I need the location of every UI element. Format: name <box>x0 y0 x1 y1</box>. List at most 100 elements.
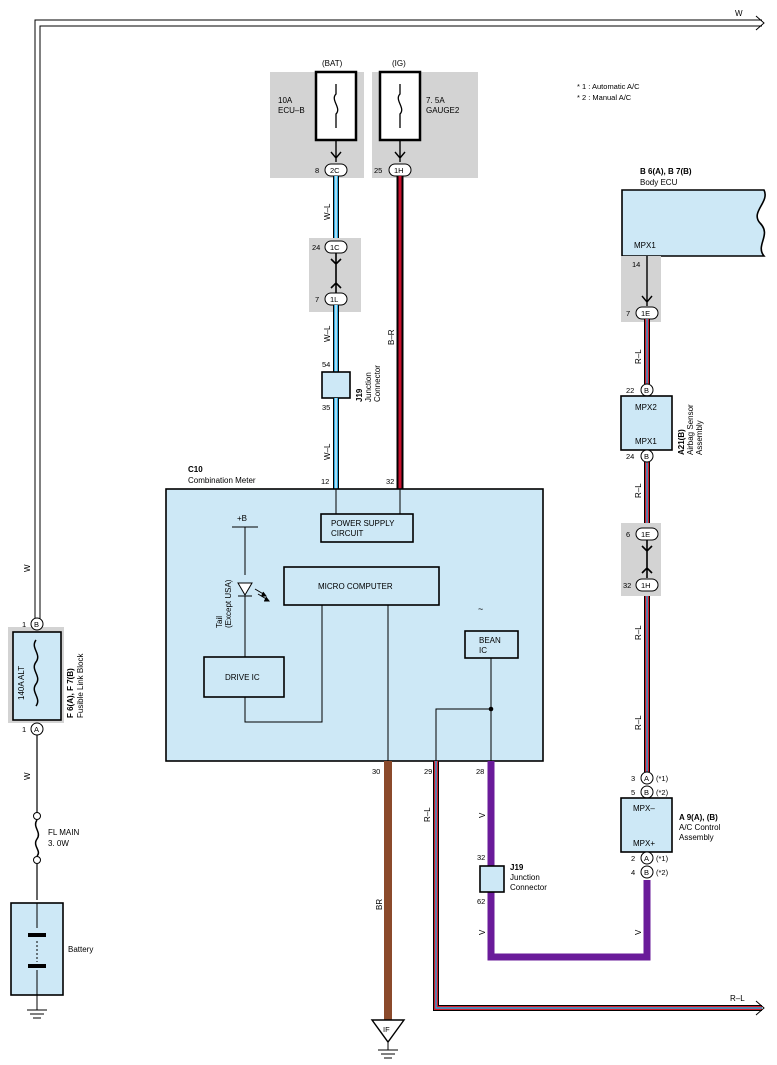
plus-b-line <box>232 526 258 575</box>
ac-connector-a1-note: (*1) <box>656 774 669 783</box>
airbag-connector-top-label: B <box>644 386 649 395</box>
connector-1h-top-label: 1H <box>394 166 404 175</box>
wire-label-w-left: W <box>23 564 32 572</box>
fl-main-rating: 3. 0W <box>48 839 69 848</box>
connector-1h-mid-pin: 32 <box>623 581 631 590</box>
meter-pin-12: 12 <box>321 477 329 486</box>
connector-1e-top-label: 1E <box>641 309 650 318</box>
connector-1e-mid-pin: 6 <box>626 530 630 539</box>
fuse-gauge2 <box>372 70 478 178</box>
airbag-pin-bot: MPX1 <box>635 437 657 446</box>
wire-label-rl-1: R–L <box>634 349 643 364</box>
body-ecu-stub <box>641 256 653 306</box>
fusible-link-id: F 6(A), F 7(B) <box>66 668 75 718</box>
wire-label-w-left2: W <box>23 772 32 780</box>
ground-if-label: IF <box>383 1025 390 1034</box>
junction-upper-pin-bot: 35 <box>322 403 330 412</box>
wire-label-v-2: V <box>478 929 487 935</box>
body-ecu-pin: 14 <box>632 260 640 269</box>
bean-junction-dot <box>488 706 494 712</box>
tail-label2: (Except USA) <box>224 579 233 628</box>
fl-connector-a-pin: 1 <box>22 725 26 734</box>
junction-lower <box>479 865 505 893</box>
airbag-connector-bot <box>640 449 654 463</box>
tail-label: Tail <box>215 616 224 628</box>
plus-b-label: +B <box>237 514 247 523</box>
wire-label-rl-5: R–L <box>634 715 643 730</box>
fuse-gauge2-name: GAUGE2 <box>426 106 460 115</box>
wire-label-v-3: V <box>634 929 643 935</box>
connector-1h-mid-label: 1H <box>641 581 651 590</box>
ac-connector-a2-label: A <box>644 854 649 863</box>
fuse-ecu-b <box>270 70 364 178</box>
connector-1c-1l-link <box>330 253 342 293</box>
airbag-name: Airbag Sensor <box>686 404 695 455</box>
battery-label: Battery <box>68 945 93 954</box>
ac-connector-b2-note: (*2) <box>656 868 669 877</box>
meter-pin-28: 28 <box>476 767 484 776</box>
wire-label-wl-2: W–L <box>323 325 332 342</box>
junction-upper-pin-top: 54 <box>322 360 330 369</box>
connector-1e-1h-link <box>641 540 653 578</box>
body-ecu <box>621 189 766 257</box>
ac-connector-a2-pin: 2 <box>631 854 635 863</box>
fuse-ecu-b-stub <box>330 140 342 162</box>
ac-control-assembly <box>620 797 673 853</box>
bean-tilde: ~ <box>478 604 483 614</box>
junction-lower-pin-top: 32 <box>477 853 485 862</box>
airbag-connector-bot-pin: 24 <box>626 452 634 461</box>
fusible-link-rating: 140A ALT <box>17 666 26 700</box>
junction-upper-id: J19 <box>355 388 364 402</box>
connector-1h-top-pin: 25 <box>374 166 382 175</box>
ac-connector-b1-pin: 5 <box>631 788 635 797</box>
junction-lower-name2: Connector <box>510 883 547 892</box>
wire-label-br: BR <box>375 899 384 910</box>
meter-name: Combination Meter <box>188 476 256 485</box>
fl-connector-b-label: B <box>34 620 39 629</box>
wire-label-wl-1: W–L <box>323 203 332 220</box>
ac-connector-a1 <box>640 771 654 785</box>
ac-connector-b1-note: (*2) <box>656 788 669 797</box>
battery <box>10 902 64 1019</box>
fusible-link-name: Fusible Link Block <box>76 653 85 718</box>
bean-ic-label2: IC <box>479 646 487 655</box>
junction-lower-id: J19 <box>510 863 524 872</box>
fl-connector-b <box>30 617 44 631</box>
meter-pin-30: 30 <box>372 767 380 776</box>
drive-ic-to-micro <box>244 605 323 723</box>
fuse-ecu-b-name: ECU–B <box>278 106 305 115</box>
wire-label-top-w: W <box>735 9 743 18</box>
junction-lower-pin-bot: 62 <box>477 897 485 906</box>
airbag-name2: Assembly <box>695 420 704 455</box>
body-ecu-name: Body ECU <box>640 178 678 187</box>
fl-main-fuse <box>33 812 41 864</box>
wire-label-rl-3: R–L <box>634 625 643 640</box>
body-ecu-pin-name: MPX1 <box>634 241 656 250</box>
meter-id: C10 <box>188 465 203 474</box>
connector-1e-mid-label: 1E <box>641 530 650 539</box>
fuse-ig-label: (IG) <box>392 59 406 68</box>
wire-label-rl-2: R–L <box>634 483 643 498</box>
wire-w-main <box>34 15 765 620</box>
power-supply-circuit <box>320 513 414 543</box>
wire-label-v-1: V <box>478 812 487 818</box>
connector-1e-top-pin: 7 <box>626 309 630 318</box>
ac-connector-b2 <box>640 865 654 879</box>
connector-2c-pin: 8 <box>315 166 319 175</box>
bean-ic <box>464 630 519 659</box>
meter-pin-32: 32 <box>386 477 394 486</box>
wire-v <box>487 761 651 961</box>
note-automatic-ac: * 1 : Automatic A/C <box>577 82 640 91</box>
ac-connector-a1-label: A <box>644 774 649 783</box>
junction-lower-name: Junction <box>510 873 540 882</box>
ac-control-id: A 9(A), (B) <box>679 813 718 822</box>
connector-1l-pin: 7 <box>315 295 319 304</box>
ac-connector-a2-note: (*1) <box>656 854 669 863</box>
wire-r-l-bottom <box>433 761 765 1016</box>
body-ecu-id: B 6(A), B 7(B) <box>640 167 692 176</box>
ac-connector-a1-pin: 3 <box>631 774 635 783</box>
drive-ic-label: DRIVE IC <box>225 673 260 682</box>
power-supply-label: POWER SUPPLY <box>331 519 395 528</box>
fl-connector-b-pin: 1 <box>22 620 26 629</box>
